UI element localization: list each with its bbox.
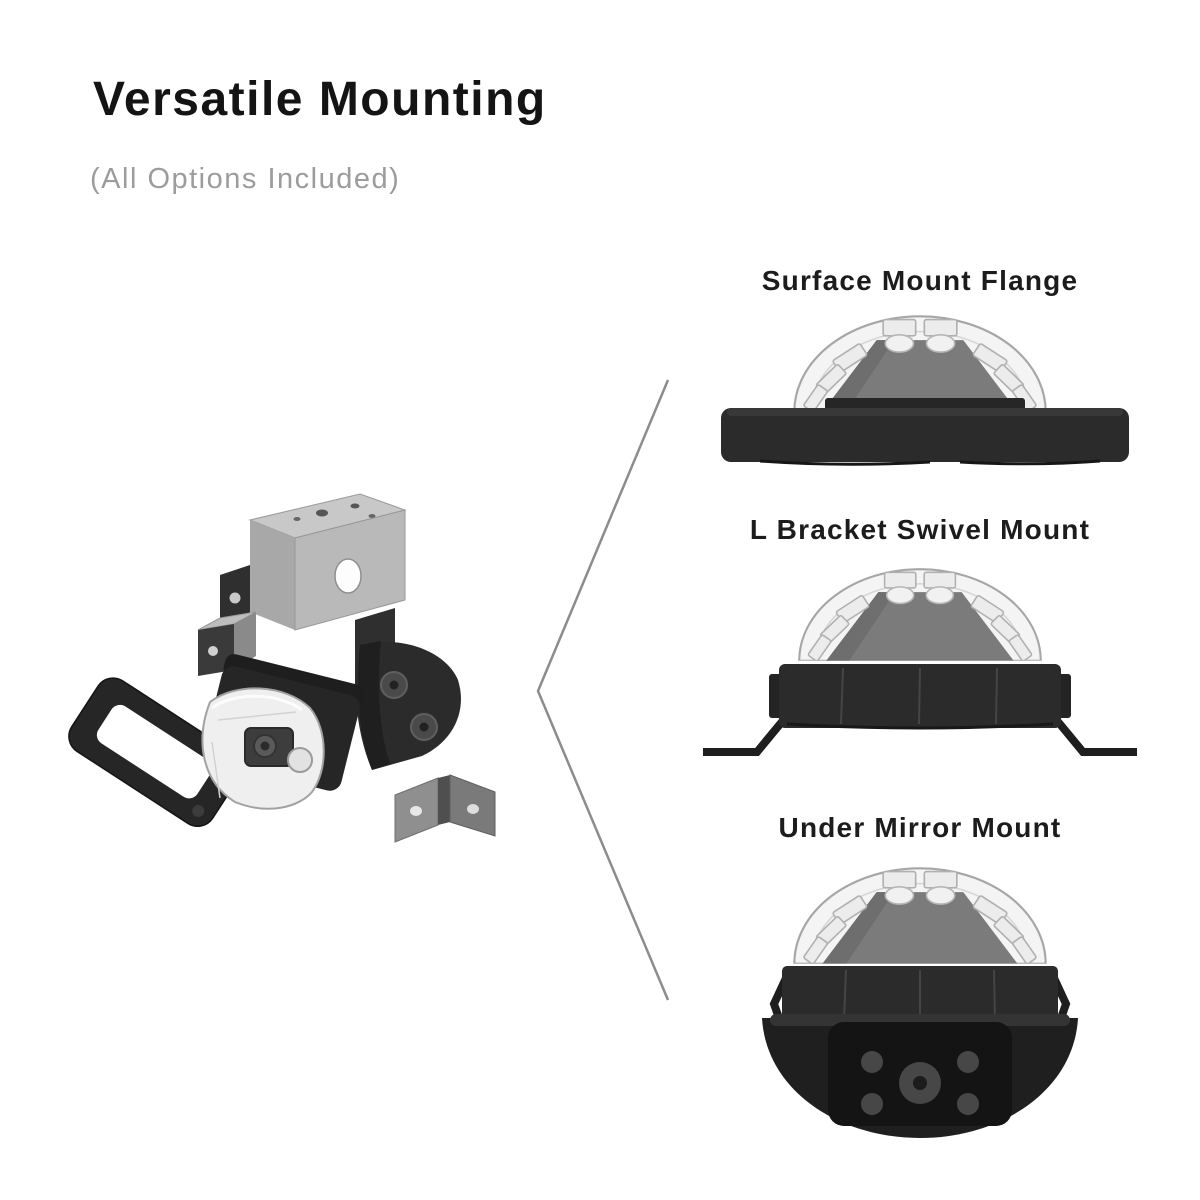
ir-led-hole	[957, 1051, 979, 1073]
exploded-parts-render	[68, 493, 496, 843]
ir-led-hole	[957, 1093, 979, 1115]
option-label-under-mirror-mount: Under Mirror Mount	[778, 812, 1062, 843]
surface-mount-flange-render	[721, 315, 1129, 466]
page-subtitle: (All Options Included)	[90, 163, 401, 195]
ir-led-hole	[861, 1051, 883, 1073]
rubber-gasket-part	[68, 677, 243, 828]
swivel-end-cap-part	[355, 641, 461, 770]
chevron-left-connector	[536, 379, 670, 1001]
small-l-bracket-part	[197, 611, 257, 676]
light-module-part	[201, 654, 364, 810]
dome-light-lens	[798, 568, 1042, 661]
option-label-l-bracket-swivel-mount: L Bracket Swivel Mount	[749, 514, 1091, 545]
angle-bracket-part	[394, 774, 496, 843]
ir-led-hole	[861, 1093, 883, 1115]
l-bracket-swivel-mount-render	[703, 568, 1137, 756]
option-label-surface-mount-flange: Surface Mount Flange	[761, 265, 1079, 296]
page-title: Versatile Mounting	[93, 73, 547, 126]
dome-light-lens	[793, 867, 1047, 964]
mirror-pod	[762, 1014, 1078, 1138]
under-mirror-mount-render	[762, 867, 1078, 1138]
